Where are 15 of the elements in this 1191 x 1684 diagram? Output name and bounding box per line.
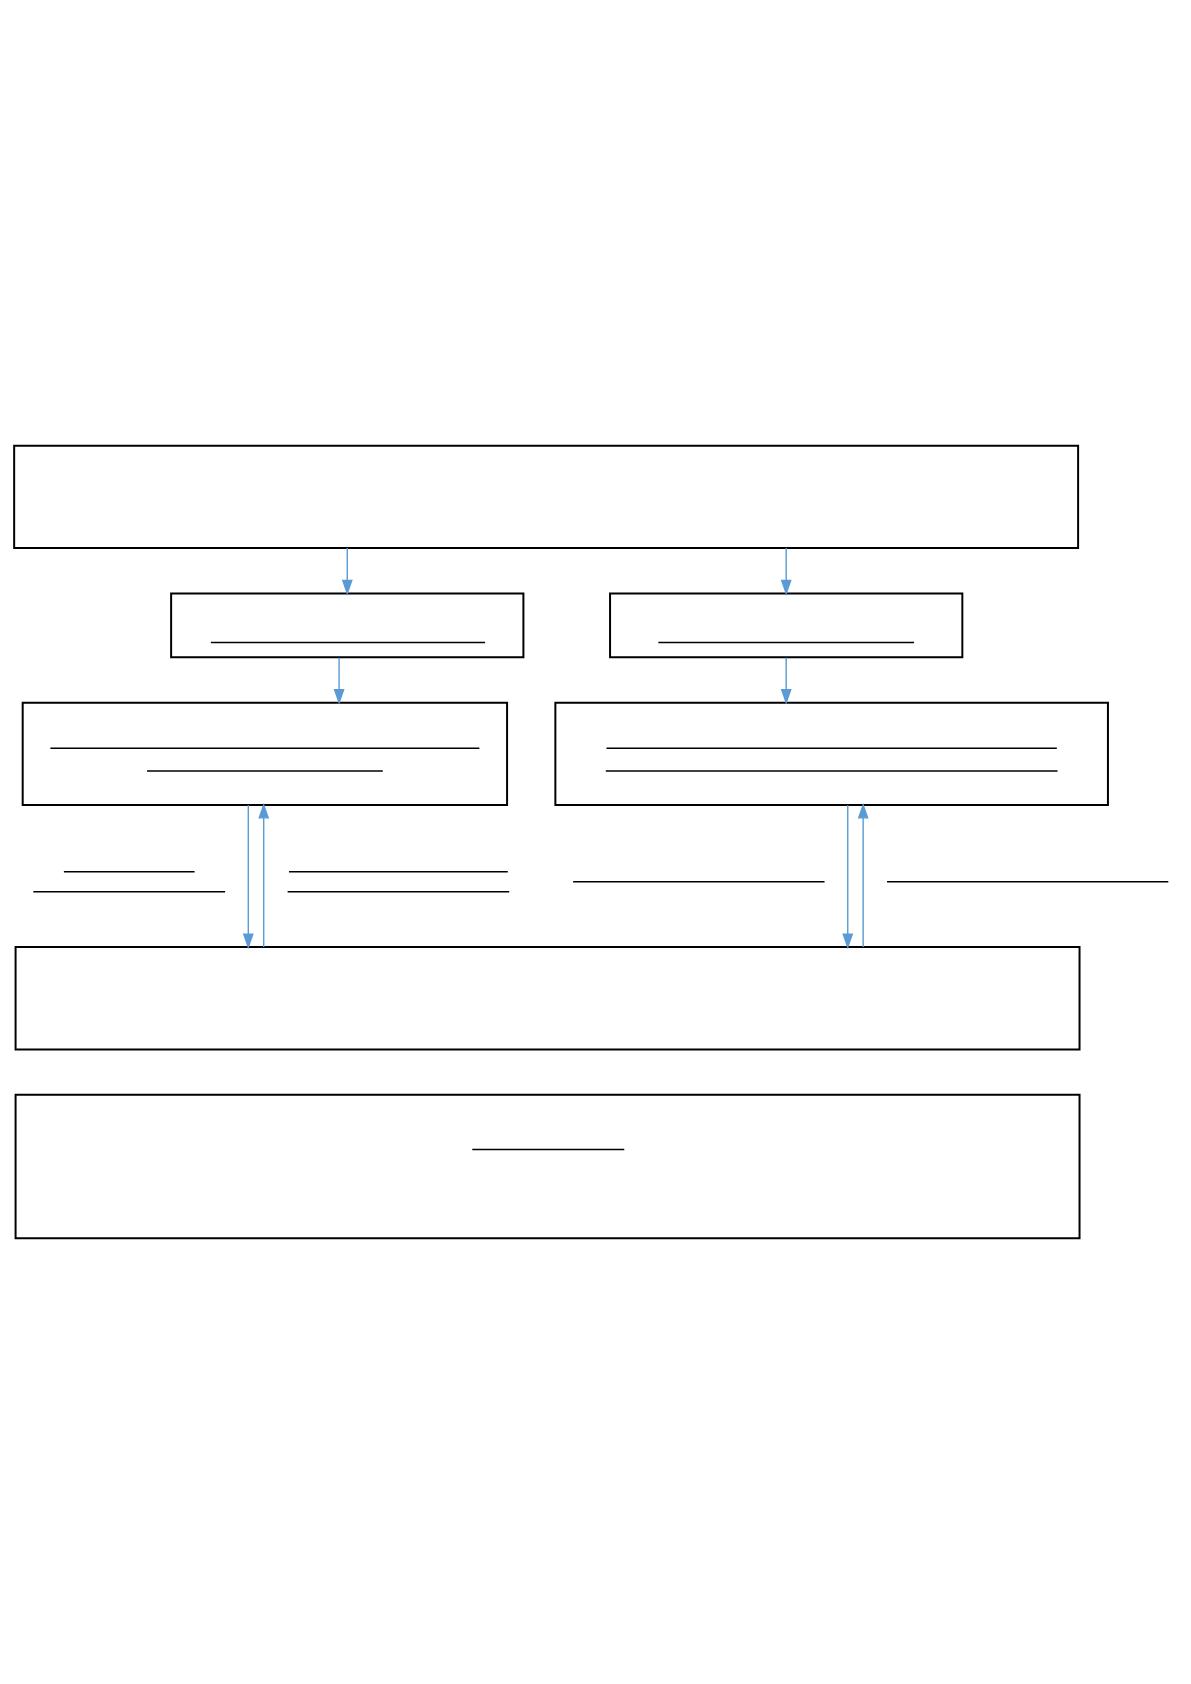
arrow [780,547,792,596]
arrow [242,804,254,950]
node-box [609,592,964,659]
arrow [333,657,345,705]
arrow [341,547,353,596]
node-box [21,701,509,807]
arrow [857,802,869,948]
node-box [14,946,1081,1051]
node-box [13,444,1080,549]
node-box [554,701,1109,807]
arrow [780,657,792,705]
arrow [258,802,270,948]
node-box [14,1093,1081,1240]
arrow [842,804,854,950]
node-box [170,592,525,659]
